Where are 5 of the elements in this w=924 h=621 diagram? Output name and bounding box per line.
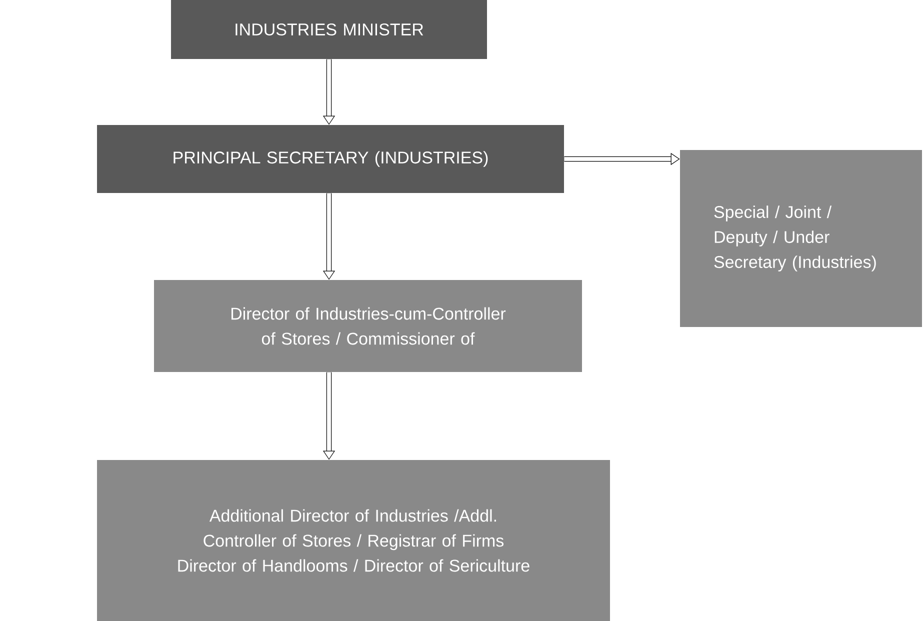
org-box: Director of Industries-cum-Controller of Stores / Commissioner of xyxy=(154,280,582,372)
org-box: Additional Director of Industries /Addl. Controller of Stores / Registrar of Firms Director of Handlooms / Director of Sericulture xyxy=(97,460,610,621)
org-box: PRINCIPAL SECRETARY (INDUSTRIES) xyxy=(97,125,564,193)
org-box: Special / Joint / Deputy / Under Secretary (Industries) xyxy=(680,150,922,327)
org-box: INDUSTRIES MINISTER xyxy=(171,0,487,59)
